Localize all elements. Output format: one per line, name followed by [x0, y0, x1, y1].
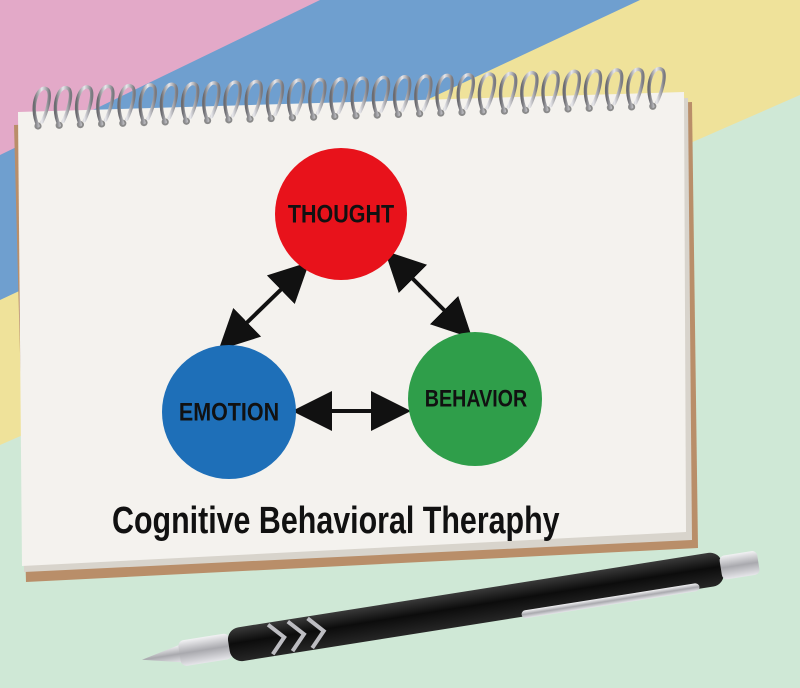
spiral-ring — [435, 73, 454, 117]
ring-wire — [32, 86, 52, 128]
ring-wire — [562, 69, 582, 111]
emotion-label: EMOTION — [179, 398, 279, 426]
ring-wire — [265, 79, 285, 121]
spiral-ring — [647, 66, 666, 110]
spiral-ring — [350, 76, 370, 120]
behavior-circle — [408, 332, 542, 466]
node-emotion: EMOTION — [162, 345, 296, 479]
node-behavior: BEHAVIOR — [408, 332, 542, 466]
ring-wire — [53, 85, 73, 128]
spiral-ring — [329, 77, 348, 121]
spiral-ring — [286, 78, 306, 122]
ring-wire — [647, 66, 666, 108]
pen-body — [227, 552, 724, 662]
spiral-ring — [265, 79, 285, 123]
ring-wire — [541, 70, 560, 112]
spiral-ring — [583, 68, 603, 112]
ring-wire — [435, 73, 454, 115]
spiral-ring — [541, 70, 560, 114]
ring-wire — [371, 75, 391, 117]
spiral-ring — [604, 68, 624, 112]
spiral-ring — [32, 86, 52, 130]
spiral-ring — [202, 81, 221, 125]
ring-wire — [350, 76, 370, 118]
spiral-ring — [498, 71, 518, 115]
ring-wire — [202, 81, 221, 123]
spiral-ring — [308, 77, 327, 121]
ring-wire — [138, 83, 158, 125]
ring-wire — [329, 77, 348, 119]
spiral-ring — [626, 67, 645, 111]
spiral-ring — [159, 82, 179, 126]
spiral-ring — [244, 79, 264, 123]
spiral-ring — [53, 85, 73, 129]
pen-nose-cone — [178, 633, 233, 666]
spiral-ring — [414, 74, 433, 118]
caption-title: Cognitive Behavioral Theraphy — [112, 500, 560, 542]
spiral-ring — [117, 83, 136, 127]
ring-wire — [223, 80, 242, 122]
spiral-ring — [392, 75, 412, 119]
ring-wire — [456, 73, 476, 115]
ring-wire — [477, 72, 497, 114]
emotion-circle — [162, 345, 296, 479]
ring-wire — [244, 79, 264, 121]
behavior-label: BEHAVIOR — [425, 384, 528, 411]
ring-wire — [180, 81, 200, 123]
pen-clip — [521, 583, 700, 619]
ring-wire — [286, 78, 306, 120]
ring-wire — [583, 68, 603, 111]
pen-clicker — [719, 551, 760, 580]
spiral-ring — [96, 84, 115, 128]
ring-wire — [520, 71, 539, 113]
ring-wire — [392, 75, 412, 117]
thought-circle — [275, 148, 407, 280]
node-thought: THOUGHT — [275, 148, 407, 280]
spiral-ring — [477, 72, 497, 116]
ring-wire — [74, 85, 94, 127]
pen — [141, 551, 760, 666]
ring-wire — [308, 77, 327, 119]
ring-wire — [498, 71, 518, 113]
ring-wire — [414, 74, 433, 116]
arrow-thought-behavior — [384, 250, 473, 339]
pen-grip-chevrons — [266, 616, 327, 656]
ring-wire — [159, 82, 179, 124]
spiral-ring — [223, 80, 242, 124]
ring-wire — [117, 83, 136, 125]
spiral-ring — [371, 75, 391, 119]
spiral-ring — [74, 85, 94, 129]
spiral-ring — [180, 81, 200, 125]
ring-wire — [96, 84, 115, 126]
spiral-ring — [562, 69, 582, 113]
spiral-ring — [520, 71, 539, 114]
ring-wire — [626, 67, 645, 109]
spiral-binding — [32, 66, 666, 130]
arrow-thought-emotion — [218, 261, 310, 351]
spiral-ring — [456, 73, 476, 116]
ring-wire — [604, 68, 624, 110]
pen-tip — [141, 644, 183, 663]
spiral-ring — [138, 83, 158, 127]
diagram-arrows — [218, 250, 473, 431]
thought-label: THOUGHT — [288, 200, 394, 228]
